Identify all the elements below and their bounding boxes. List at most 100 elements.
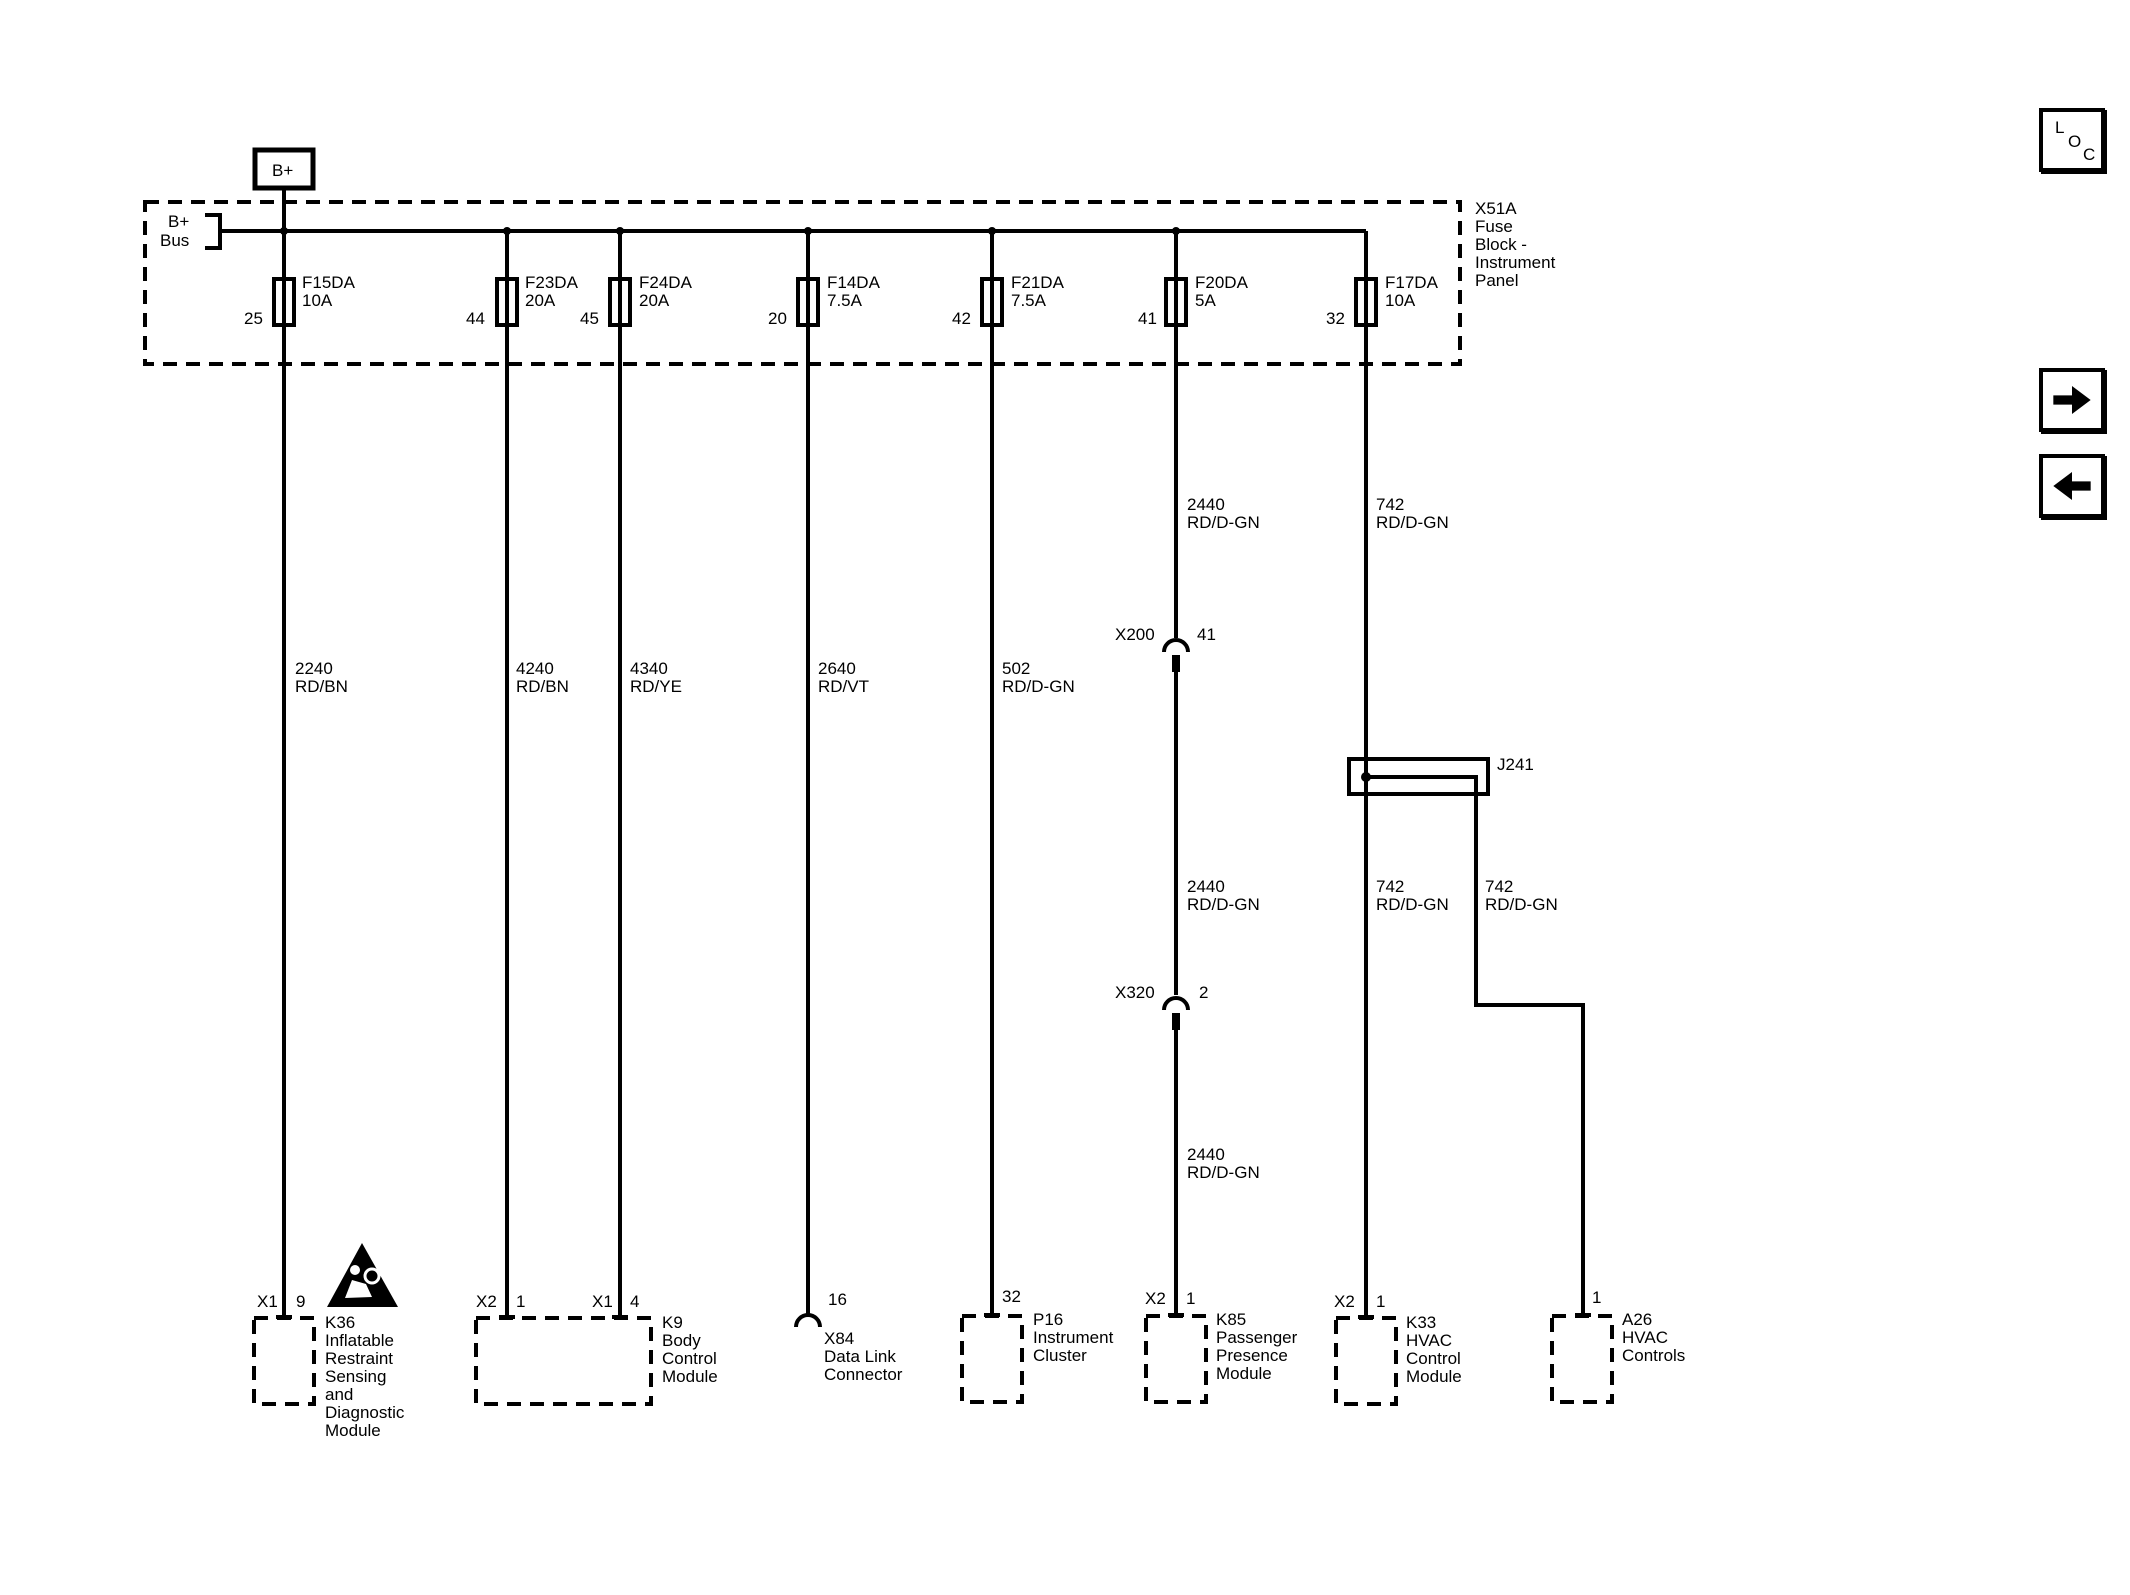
bus-bracket: B+ Bus <box>160 212 1366 250</box>
inline-connector-x320: X320 2 <box>1115 983 1208 1030</box>
loc-letter-l: L <box>2055 118 2065 137</box>
svg-text:742: 742 <box>1376 495 1404 514</box>
svg-text:41: 41 <box>1138 309 1157 328</box>
svg-text:16: 16 <box>828 1290 847 1309</box>
svg-text:Inflatable: Inflatable <box>325 1331 394 1350</box>
svg-text:Passenger: Passenger <box>1216 1328 1298 1347</box>
svg-text:RD/D-GN: RD/D-GN <box>1187 513 1260 532</box>
svg-text:F17DA: F17DA <box>1385 273 1439 292</box>
svg-text:RD/D-GN: RD/D-GN <box>1376 513 1449 532</box>
power-source-b-plus: B+ <box>252 147 316 191</box>
svg-text:5A: 5A <box>1195 291 1216 310</box>
svg-text:F14DA: F14DA <box>827 273 881 292</box>
svg-text:9: 9 <box>296 1292 305 1311</box>
svg-text:RD/D-GN: RD/D-GN <box>1187 895 1260 914</box>
svg-text:7.5A: 7.5A <box>1011 291 1047 310</box>
svg-text:Block -: Block - <box>1475 235 1527 254</box>
svg-text:K36: K36 <box>325 1313 355 1332</box>
splice-j241: J241 <box>1347 755 1534 796</box>
svg-text:Module: Module <box>1406 1367 1462 1386</box>
svg-text:502: 502 <box>1002 659 1030 678</box>
bus-label-2: Bus <box>160 231 189 250</box>
component-a26: 1 A26 HVAC Controls <box>1550 1288 1685 1404</box>
arrow-left-icon <box>2053 472 2091 500</box>
svg-text:2440: 2440 <box>1187 495 1225 514</box>
svg-text:41: 41 <box>1197 625 1216 644</box>
svg-text:RD/D-GN: RD/D-GN <box>1002 677 1075 696</box>
svg-text:742: 742 <box>1485 877 1513 896</box>
bus-label-1: B+ <box>168 212 189 231</box>
svg-text:Instrument: Instrument <box>1033 1328 1114 1347</box>
svg-text:Panel: Panel <box>1475 271 1518 290</box>
svg-text:F20DA: F20DA <box>1195 273 1249 292</box>
svg-text:P16: P16 <box>1033 1310 1063 1329</box>
component-p16: 32 P16 Instrument Cluster <box>960 1287 1114 1404</box>
arrow-right-icon <box>2053 386 2091 414</box>
svg-text:RD/BN: RD/BN <box>295 677 348 696</box>
svg-text:F15DA: F15DA <box>302 273 356 292</box>
wire-lines <box>282 231 1585 1315</box>
svg-text:Body: Body <box>662 1331 701 1350</box>
svg-text:and: and <box>325 1385 353 1404</box>
component-k36: X1 9 K36 Inflatable Restraint Sensing an… <box>252 1292 405 1440</box>
svg-text:A26: A26 <box>1622 1310 1652 1329</box>
previous-page-button[interactable] <box>2039 454 2105 518</box>
svg-text:Control: Control <box>1406 1349 1461 1368</box>
loc-button[interactable]: L O C <box>2039 108 2105 172</box>
svg-text:RD/BN: RD/BN <box>516 677 569 696</box>
svg-text:X320: X320 <box>1115 983 1155 1002</box>
svg-text:X200: X200 <box>1115 625 1155 644</box>
svg-text:Instrument: Instrument <box>1475 253 1556 272</box>
inline-connector-x200: X200 41 <box>1115 625 1216 672</box>
svg-text:RD/D-GN: RD/D-GN <box>1485 895 1558 914</box>
svg-text:Controls: Controls <box>1622 1346 1685 1365</box>
svg-text:32: 32 <box>1002 1287 1021 1306</box>
svg-text:Presence: Presence <box>1216 1346 1288 1365</box>
svg-text:742: 742 <box>1376 877 1404 896</box>
svg-text:K9: K9 <box>662 1313 683 1332</box>
svg-text:Data Link: Data Link <box>824 1347 896 1366</box>
svg-text:20: 20 <box>768 309 787 328</box>
component-k33: X2 1 K33 HVAC Control Module <box>1334 1292 1462 1406</box>
svg-text:K33: K33 <box>1406 1313 1436 1332</box>
svg-text:7.5A: 7.5A <box>827 291 863 310</box>
svg-text:1: 1 <box>1376 1292 1385 1311</box>
svg-text:Connector: Connector <box>824 1365 903 1384</box>
svg-text:X1: X1 <box>592 1292 613 1311</box>
svg-text:X2: X2 <box>476 1292 497 1311</box>
power-source-label: B+ <box>272 161 293 180</box>
svg-text:F24DA: F24DA <box>639 273 693 292</box>
svg-text:Module: Module <box>325 1421 381 1440</box>
svg-text:10A: 10A <box>1385 291 1416 310</box>
svg-text:Module: Module <box>662 1367 718 1386</box>
svg-text:HVAC: HVAC <box>1406 1331 1452 1350</box>
svg-text:F23DA: F23DA <box>525 273 579 292</box>
svg-text:32: 32 <box>1326 309 1345 328</box>
svg-text:20A: 20A <box>639 291 670 310</box>
svg-text:10A: 10A <box>302 291 333 310</box>
next-page-button[interactable] <box>2039 368 2105 432</box>
svg-text:RD/YE: RD/YE <box>630 677 682 696</box>
svg-text:42: 42 <box>952 309 971 328</box>
svg-text:X51A: X51A <box>1475 199 1517 218</box>
svg-text:X84: X84 <box>824 1329 854 1348</box>
svg-text:2: 2 <box>1199 983 1208 1002</box>
svg-text:Cluster: Cluster <box>1033 1346 1087 1365</box>
svg-text:4: 4 <box>630 1292 639 1311</box>
svg-text:Module: Module <box>1216 1364 1272 1383</box>
